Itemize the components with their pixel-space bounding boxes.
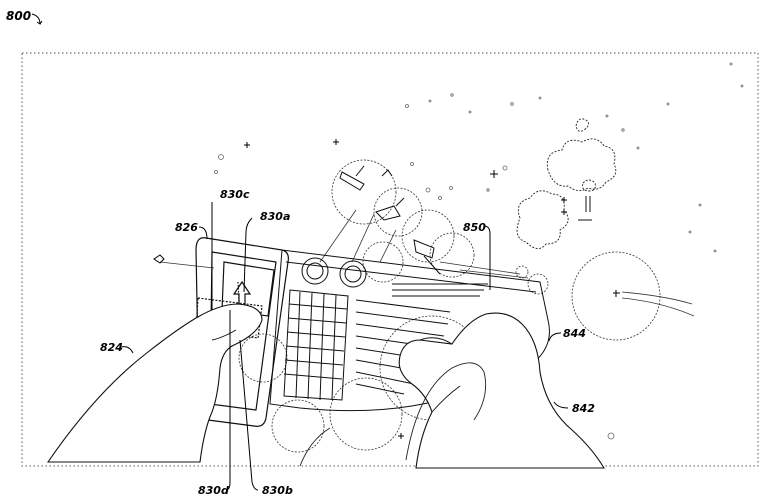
label-830c: 830c (220, 188, 250, 201)
left-thumb-line (211, 329, 237, 341)
label-830d: 830d (198, 484, 229, 497)
figure-number-arrow (31, 13, 43, 25)
label-830b: 830b (262, 484, 293, 497)
label-850: 850 (463, 221, 486, 234)
right-finger-lines (419, 337, 461, 413)
cursor-markers (244, 139, 620, 439)
leader-lines (120, 202, 569, 491)
background-speckles (214, 62, 744, 440)
field-of-view-frame (21, 52, 759, 467)
handheld-device (195, 237, 289, 427)
label-842: 842 (572, 402, 595, 415)
connection-lines (159, 209, 695, 317)
label-830a: 830a (260, 210, 290, 223)
label-824: 824 (100, 341, 123, 354)
floating-tools (339, 165, 592, 275)
label-826: 826 (175, 221, 198, 234)
knee-outline (299, 362, 487, 467)
pointer-icon (153, 254, 165, 264)
label-844: 844 (563, 327, 586, 340)
virtual-objects-cluster (516, 118, 617, 249)
right-hand (398, 312, 605, 469)
figure-number-label: 800 (6, 9, 31, 23)
left-hand (46, 303, 263, 463)
